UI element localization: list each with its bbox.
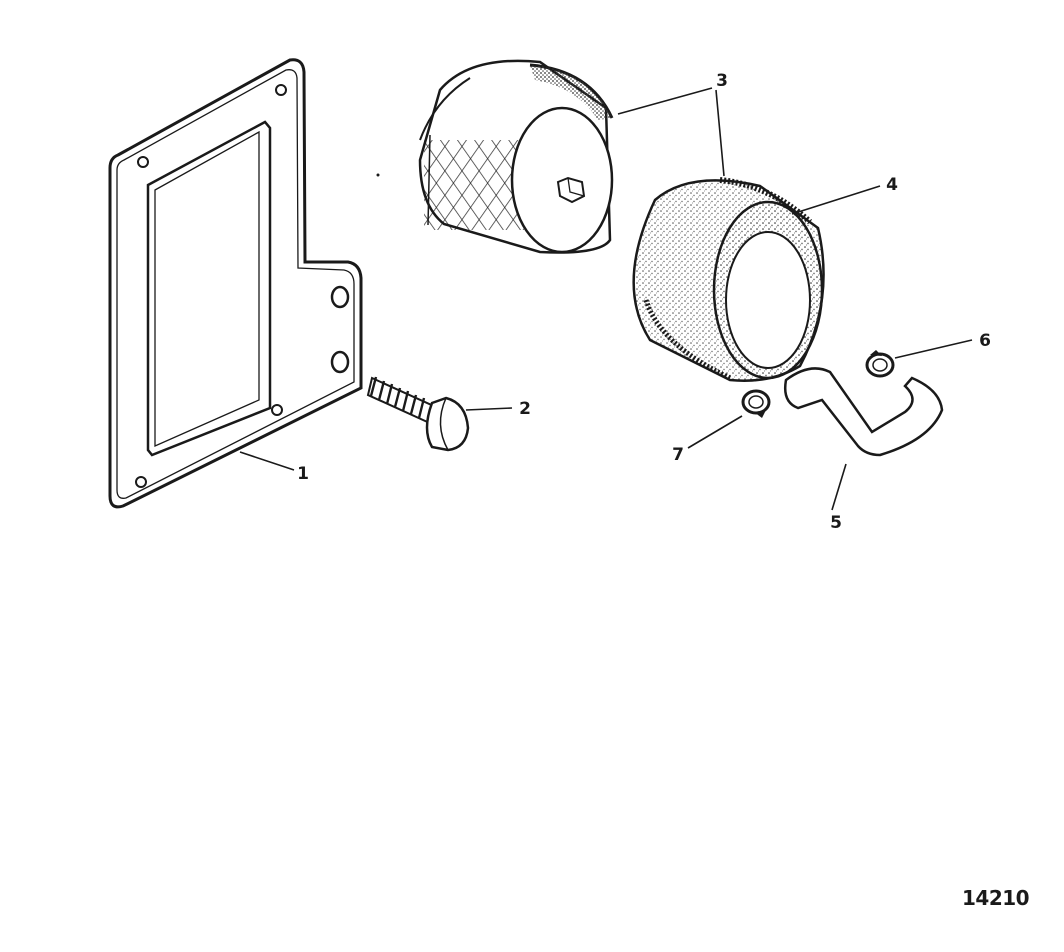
hose-clamp-part-7 xyxy=(741,389,771,418)
hose-part xyxy=(784,367,944,457)
hose-clamp-part-6 xyxy=(865,350,895,378)
callout-7: 7 xyxy=(672,445,684,465)
leader-line-6 xyxy=(894,339,973,359)
leader-line-5 xyxy=(831,463,847,511)
callout-2: 2 xyxy=(519,399,531,419)
air-filter-element-part xyxy=(418,59,614,254)
bolt-part xyxy=(366,376,470,452)
callout-1: 1 xyxy=(297,464,309,484)
callout-6: 6 xyxy=(979,331,991,351)
leader-line-7 xyxy=(687,415,743,449)
callout-5: 5 xyxy=(830,513,842,533)
leader-line-3b xyxy=(715,89,725,177)
foam-filter-sleeve-part xyxy=(632,177,825,382)
stray-mark xyxy=(376,173,380,177)
gasket-plate-part xyxy=(108,58,363,509)
leader-line-4 xyxy=(791,185,881,215)
leader-line-2 xyxy=(465,407,513,411)
leader-lines xyxy=(239,87,973,511)
callout-3: 3 xyxy=(716,71,728,91)
leader-line-1 xyxy=(239,451,295,471)
figure-number: 14210 xyxy=(962,886,1030,910)
callout-4: 4 xyxy=(886,175,898,195)
leader-line-3a xyxy=(617,87,713,115)
